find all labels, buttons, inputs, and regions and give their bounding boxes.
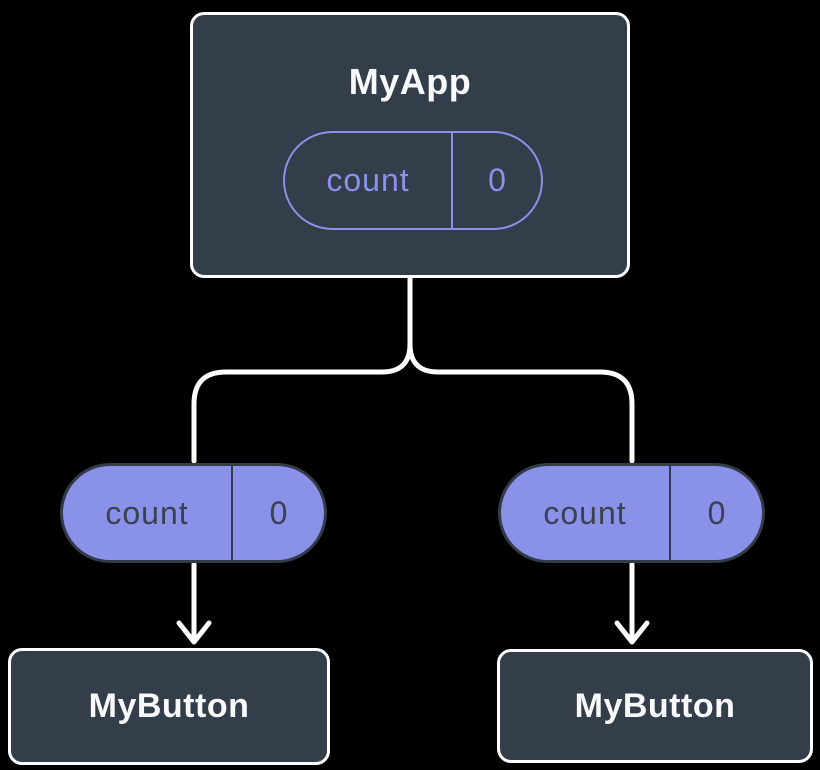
state-label: count [543,494,627,531]
component-box-mybutton-left: MyButton [8,648,330,765]
state-pill-child-left: count 0 [60,463,327,563]
branch-line-right [407,274,635,464]
state-value: 0 [269,494,288,531]
component-box-myapp: MyApp count 0 [190,12,630,278]
component-title: MyApp [348,61,472,102]
state-label: count [105,494,189,531]
pill-divider [669,466,671,560]
state-pill-child-right: count 0 [498,463,765,563]
state-label: count [326,162,410,198]
component-box-mybutton-right: MyButton [497,649,813,763]
component-title: MyButton [88,687,250,725]
state-pill-root: count 0 [283,131,543,230]
arrow-down-icon-left [176,561,212,645]
arrow-down-icon-right [614,561,650,645]
branch-line-left [191,274,413,464]
pill-divider [451,133,453,228]
component-title: MyButton [574,686,736,725]
pill-divider [231,466,233,560]
state-value: 0 [707,494,726,531]
state-value: 0 [488,162,506,198]
